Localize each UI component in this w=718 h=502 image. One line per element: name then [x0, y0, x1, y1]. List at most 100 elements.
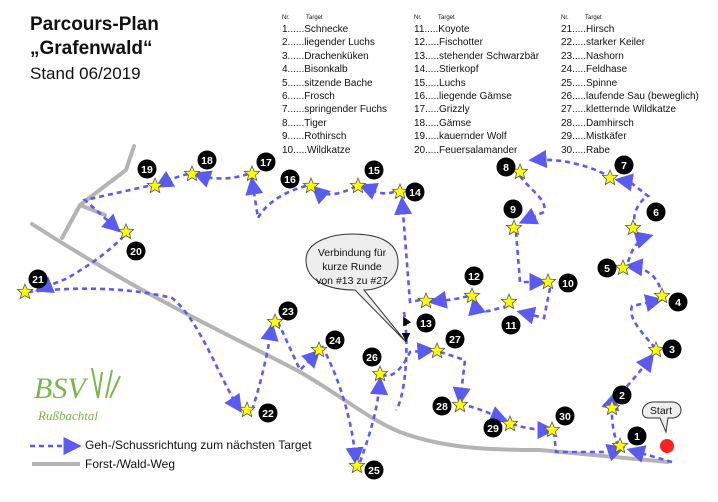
- station-marker: [501, 315, 521, 335]
- station-marker: [28, 269, 48, 289]
- route-15-16: [311, 184, 357, 205]
- shortcut-callout: Verbindung für kurze Runde von #13 zu #2…: [305, 233, 412, 343]
- callout-line-3: von #13 zu #27: [316, 275, 388, 287]
- station-marker: [405, 182, 425, 202]
- target-list-item: 8......Tiger: [282, 117, 327, 129]
- stations: 1234567891011121314151617181920212223242…: [16, 150, 688, 480]
- target-list-item: 18.....Gämse: [414, 117, 472, 129]
- station-5: 5: [597, 258, 632, 278]
- target-star-icon: [463, 286, 481, 304]
- station-number: 16: [284, 174, 296, 186]
- target-star-icon: [505, 218, 523, 236]
- station-number: 13: [420, 318, 432, 330]
- station-26: 26: [362, 347, 389, 382]
- target-star-icon: [391, 182, 409, 200]
- legend-graphics: [30, 436, 82, 466]
- target-star-icon: [349, 176, 367, 194]
- target-list-item: 30.....Rabe: [561, 144, 610, 156]
- target-star-icon: [183, 164, 201, 182]
- station-number: 17: [260, 157, 272, 169]
- route-1-2: [601, 391, 620, 447]
- target-star-icon: [451, 395, 469, 413]
- station-23: 23: [266, 301, 298, 330]
- route-short-loop: [394, 311, 408, 411]
- station-marker: [483, 418, 503, 438]
- station-14: 14: [391, 182, 425, 202]
- station-number: 18: [201, 155, 213, 167]
- station-19: 19: [137, 159, 164, 194]
- logo-letters: BSV: [34, 372, 89, 405]
- station-marker: [278, 301, 298, 321]
- station-4: 4: [653, 286, 688, 312]
- station-marker: [646, 202, 666, 222]
- start-marker: Start: [642, 401, 682, 453]
- callout-line-2: kurze Runde: [322, 261, 382, 273]
- station-marker: [662, 339, 682, 359]
- legend-path-label: Forst-/Wald-Weg: [85, 457, 176, 471]
- route-5-6: [626, 231, 654, 263]
- target-list-item: 6......Frosch: [282, 91, 335, 103]
- station-number: 25: [368, 465, 380, 477]
- route-25-26: [358, 376, 389, 463]
- route-7-8: [528, 149, 613, 180]
- route-8-9: [518, 175, 546, 225]
- station-number: 5: [604, 263, 610, 275]
- forest-path-main: [30, 222, 670, 464]
- station-marker: [364, 460, 384, 480]
- target-star-icon: [611, 436, 629, 454]
- station-marker: [126, 241, 146, 261]
- station-number: 26: [366, 352, 378, 364]
- station-11: 11: [500, 292, 521, 335]
- station-marker: [197, 150, 217, 170]
- target-list-item: 3......Drachenküken: [282, 50, 369, 62]
- station-marker: [280, 169, 300, 189]
- station-28: 28: [432, 395, 469, 416]
- station-marker: [496, 157, 516, 177]
- target-star-icon: [302, 176, 320, 194]
- target-star-icon: [653, 286, 671, 304]
- target-list-item: 28.....Damhirsch: [561, 117, 634, 129]
- station-marker: [137, 159, 157, 179]
- route-3-4: [629, 294, 664, 349]
- station-2: 2: [603, 385, 632, 416]
- route-18-19: [154, 170, 189, 188]
- station-number: 20: [130, 246, 142, 258]
- station-number: 7: [621, 160, 627, 172]
- station-marker: [362, 347, 382, 367]
- route-16-17: [245, 176, 307, 222]
- station-marker: [558, 273, 578, 293]
- station-marker: [503, 199, 523, 219]
- station-marker: [597, 258, 617, 278]
- station-21: 21: [16, 269, 48, 300]
- target-star-icon: [428, 341, 446, 359]
- station-25: 25: [348, 456, 384, 480]
- station-13: 13: [416, 291, 436, 333]
- station-27: 27: [428, 329, 465, 359]
- route-12-13: [428, 290, 469, 309]
- station-number: 9: [510, 204, 516, 216]
- logo-figures-icon: [91, 367, 121, 399]
- route-22-23: [250, 322, 279, 411]
- station-number: 2: [619, 390, 625, 402]
- station-number: 3: [669, 344, 675, 356]
- station-number: 30: [559, 411, 571, 423]
- station-number: 10: [562, 278, 574, 290]
- target-list-item: 15.....Luchs: [414, 77, 466, 89]
- station-number: 14: [409, 187, 421, 199]
- station-marker: [256, 152, 276, 172]
- station-16: 16: [280, 169, 320, 194]
- target-star-icon: [238, 400, 256, 418]
- target-star-icon: [647, 340, 665, 358]
- revision-date: Stand 06/2019: [30, 64, 141, 83]
- station-22: 22: [238, 400, 278, 423]
- station-marker: [555, 406, 575, 426]
- station-12: 12: [463, 266, 484, 304]
- station-number: 29: [487, 423, 499, 435]
- target-list-header: Nr.Target: [561, 15, 602, 21]
- start-label: Start: [650, 405, 672, 417]
- target-list-item: 7......springender Fuchs: [282, 104, 388, 116]
